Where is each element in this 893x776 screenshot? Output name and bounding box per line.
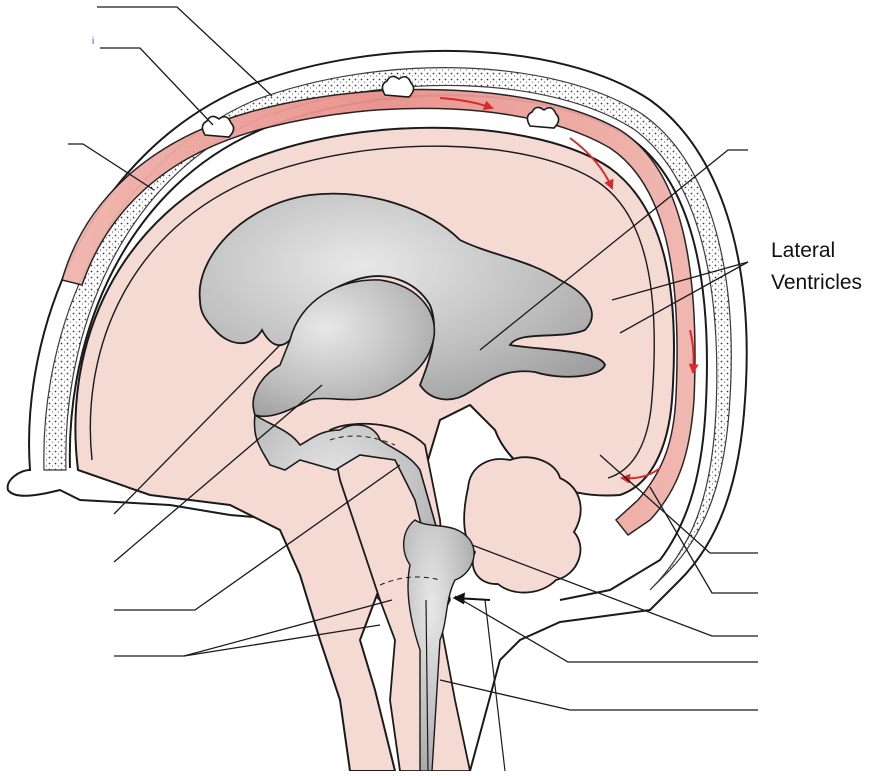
lateral-ventricles-label-line2: Ventricles bbox=[771, 270, 862, 296]
small-blue-mark: i bbox=[92, 36, 94, 48]
lateral-ventricles-label-line1: Lateral bbox=[771, 238, 835, 264]
